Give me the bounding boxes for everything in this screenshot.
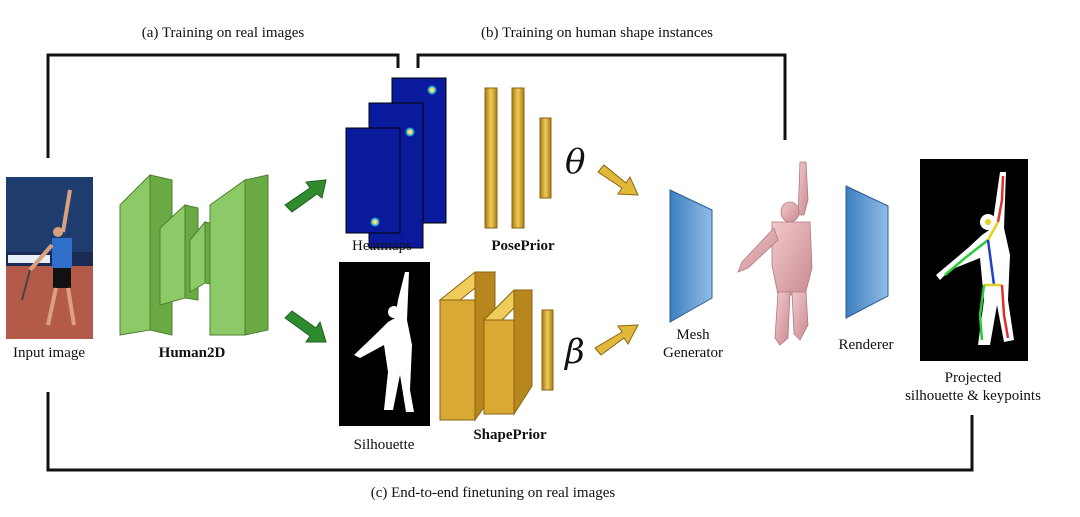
silhouette-label: Silhouette — [353, 437, 415, 453]
heatmap-stack — [345, 77, 447, 249]
mesh-generator-label-line1: Mesh — [676, 327, 710, 343]
mesh-generator-block — [669, 189, 713, 323]
finetuning-label: (c) End-to-end finetuning on real images — [370, 485, 616, 501]
training-shape-bracket — [416, 53, 787, 140]
beta-symbol: β — [565, 332, 585, 372]
human-mesh — [737, 161, 813, 346]
shape-prior-network — [438, 271, 554, 422]
projected-label-line1: Projected — [944, 370, 1002, 386]
renderer-label: Renderer — [838, 337, 894, 353]
arrow-to-heatmaps — [284, 179, 327, 213]
shape-prior-label: ShapePrior — [473, 427, 547, 443]
pose-prior-network — [484, 87, 552, 229]
projected-label-line2: silhouette & keypoints — [905, 388, 1041, 404]
heatmaps-label: Heatmaps — [352, 238, 412, 254]
arrow-to-silhouette — [284, 310, 327, 343]
arrow-theta-to-generator — [597, 164, 639, 196]
input-image-thumbnail — [6, 177, 93, 339]
training-real-bracket — [46, 53, 400, 158]
human2d-label: Human2D — [158, 345, 226, 361]
renderer-block — [845, 185, 889, 319]
arrow-beta-to-generator — [594, 324, 639, 356]
theta-symbol: θ — [565, 142, 586, 182]
input-image-label: Input image — [12, 345, 86, 361]
pose-prior-label: PosePrior — [491, 238, 555, 254]
silhouette-image — [339, 262, 430, 426]
human2d-network — [119, 173, 269, 336]
training-shape-label: (b) Training on human shape instances — [480, 25, 714, 41]
mesh-generator-label-line2: Generator — [663, 345, 723, 361]
finetuning-bracket — [46, 392, 974, 472]
training-real-label: (a) Training on real images — [141, 25, 305, 41]
projected-output-image — [920, 159, 1028, 361]
